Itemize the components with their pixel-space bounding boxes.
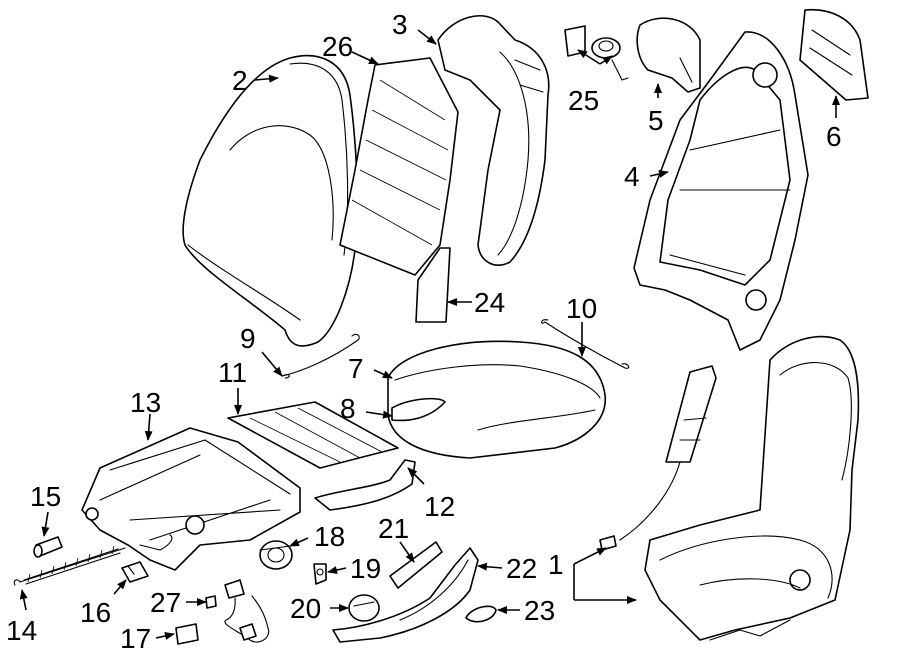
back-shell <box>437 14 550 266</box>
callout-12: 12 <box>424 491 455 522</box>
headrest-guide <box>636 17 701 93</box>
callout-25: 25 <box>568 85 599 116</box>
callout-2: 2 <box>232 65 248 96</box>
callout-23: 23 <box>524 595 555 626</box>
cushion-pad <box>391 397 446 422</box>
callout-16: 16 <box>80 597 111 628</box>
callout-19: 19 <box>350 553 381 584</box>
callout-13: 13 <box>130 387 161 418</box>
wire-harness <box>205 579 270 643</box>
back-pad <box>339 57 459 276</box>
callout-14: 14 <box>6 615 37 646</box>
callout-9: 9 <box>240 323 256 354</box>
callout-1: 1 <box>548 549 564 580</box>
trim-strip <box>389 541 443 589</box>
tension-spring <box>13 545 126 586</box>
side-rail <box>314 459 416 511</box>
side-trim-panel <box>415 247 451 323</box>
callout-18: 18 <box>314 521 345 552</box>
clip-connector-assembly <box>564 25 629 81</box>
switch-b <box>175 623 199 645</box>
callout-5: 5 <box>648 105 664 136</box>
retainer-wire-left <box>281 333 360 379</box>
callout-8: 8 <box>340 393 356 424</box>
callout-21: 21 <box>378 513 409 544</box>
callout-7: 7 <box>348 353 364 384</box>
callout-24: 24 <box>474 287 505 318</box>
seat-adjuster-frame <box>81 427 301 571</box>
complete-seat <box>644 335 860 641</box>
callout-17: 17 <box>120 623 151 654</box>
switch-a <box>121 561 149 583</box>
callout-20: 20 <box>290 593 321 624</box>
round-knob <box>348 594 380 622</box>
seat-back-cover <box>182 54 359 347</box>
seat-cushion <box>387 340 606 459</box>
belt-buckle <box>599 365 717 551</box>
callout-11: 11 <box>218 357 247 388</box>
callout-labels: 1 2 3 4 5 6 7 8 9 10 11 12 13 14 15 16 1… <box>6 9 842 654</box>
leader-lines <box>19 29 840 640</box>
small-clip <box>313 563 327 585</box>
callout-26: 26 <box>322 31 353 62</box>
seat-back-frame <box>633 31 809 351</box>
bushing <box>33 536 63 558</box>
callout-3: 3 <box>392 9 408 40</box>
callout-6: 6 <box>826 121 842 152</box>
upper-bracket <box>799 8 869 101</box>
callout-22: 22 <box>506 553 537 584</box>
retainer-wire-right <box>541 319 630 369</box>
callout-10: 10 <box>566 293 597 324</box>
seat-mat <box>227 401 399 469</box>
side-shield <box>332 547 479 643</box>
callout-4: 4 <box>624 161 640 192</box>
callout-27: 27 <box>150 587 181 618</box>
callout-15: 15 <box>30 481 61 512</box>
shield-cap <box>465 605 497 623</box>
adjuster-knob <box>259 540 293 570</box>
